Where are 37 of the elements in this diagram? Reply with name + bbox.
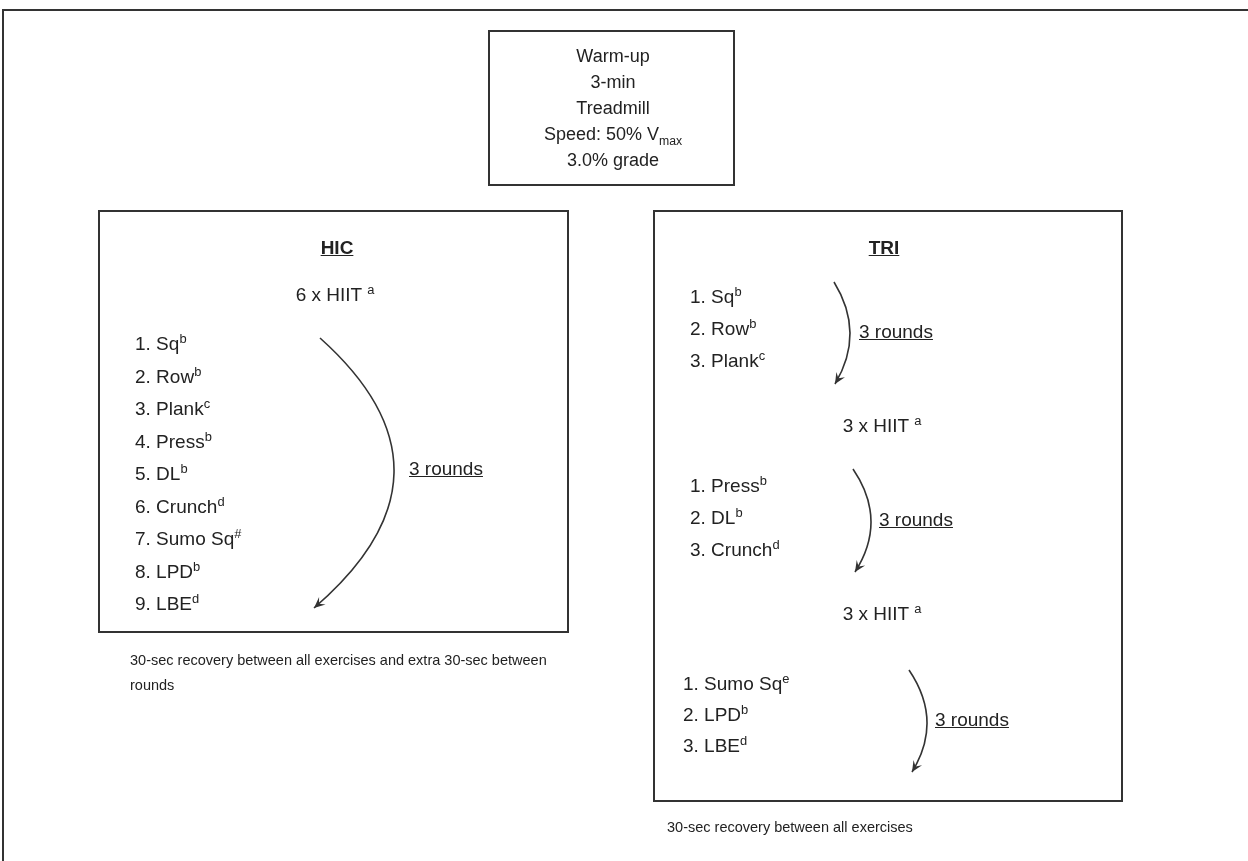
list-item: 6. Crunch$^{d}$ xyxy=(135,494,225,519)
warm-up-text: 3-min xyxy=(590,71,636,94)
list-item: 1. Sq$^{b}$ xyxy=(690,285,742,309)
recovery-note: 30-sec recovery between all exercises and extra 30-sec between rounds xyxy=(130,651,548,695)
list-item: 3. Plank$^{c}$ xyxy=(690,349,766,373)
list-item: 9. LBE$^{d}$ xyxy=(135,592,200,616)
warm-up-text: Treadmill xyxy=(576,97,650,120)
interval-text: 3 x HIIT $^{a}$ xyxy=(842,414,922,438)
list-item: 8. LPD$^{b}$ xyxy=(135,559,201,584)
list-item: 5. DL$^{b}$ xyxy=(135,462,188,486)
interval-text: 3 x HIIT $^{a}$ xyxy=(842,602,922,626)
list-item: 3. Crunch$^{d}$ xyxy=(690,538,780,562)
list-item: 2. DL$^{b}$ xyxy=(690,506,743,530)
warm-up-text: Speed: 50% V$_{max}$ xyxy=(543,123,683,146)
list-item: 7. Sumo Sq$^{#}$ xyxy=(135,527,242,551)
list-item: 3. Plank$^{c}$ xyxy=(135,397,211,421)
list-item: 2. LPD$^{b}$ xyxy=(683,703,749,727)
list-item: 1. Sq$^{b}$ xyxy=(135,332,187,356)
warm-up-text: 3.0% grade xyxy=(566,149,660,172)
section-heading: HIC xyxy=(320,236,354,260)
rounds-label: 3 rounds xyxy=(409,457,483,481)
list-item: 1. Sumo Sq$^{e}$ xyxy=(683,672,790,696)
list-item: 1. Press$^{b}$ xyxy=(690,474,767,498)
protocol-box xyxy=(98,210,569,633)
list-item: 2. Row$^{b}$ xyxy=(135,364,202,389)
list-item: 3. LBE$^{d}$ xyxy=(683,734,748,758)
rounds-label: 3 rounds xyxy=(935,708,1009,732)
list-item: 2. Row$^{b}$ xyxy=(690,317,757,341)
rounds-label: 3 rounds xyxy=(879,508,953,532)
warm-up-box xyxy=(488,30,735,186)
rounds-label: 3 rounds xyxy=(859,320,933,344)
interval-text: 6 x HIIT $^{a}$ xyxy=(295,283,375,307)
section-heading: TRI xyxy=(868,236,900,260)
list-item: 4. Press$^{b}$ xyxy=(135,429,212,454)
recovery-note: 30-sec recovery between all exercises xyxy=(667,818,914,837)
warm-up-text: Warm-up xyxy=(576,45,650,68)
protocol-box xyxy=(653,210,1123,802)
